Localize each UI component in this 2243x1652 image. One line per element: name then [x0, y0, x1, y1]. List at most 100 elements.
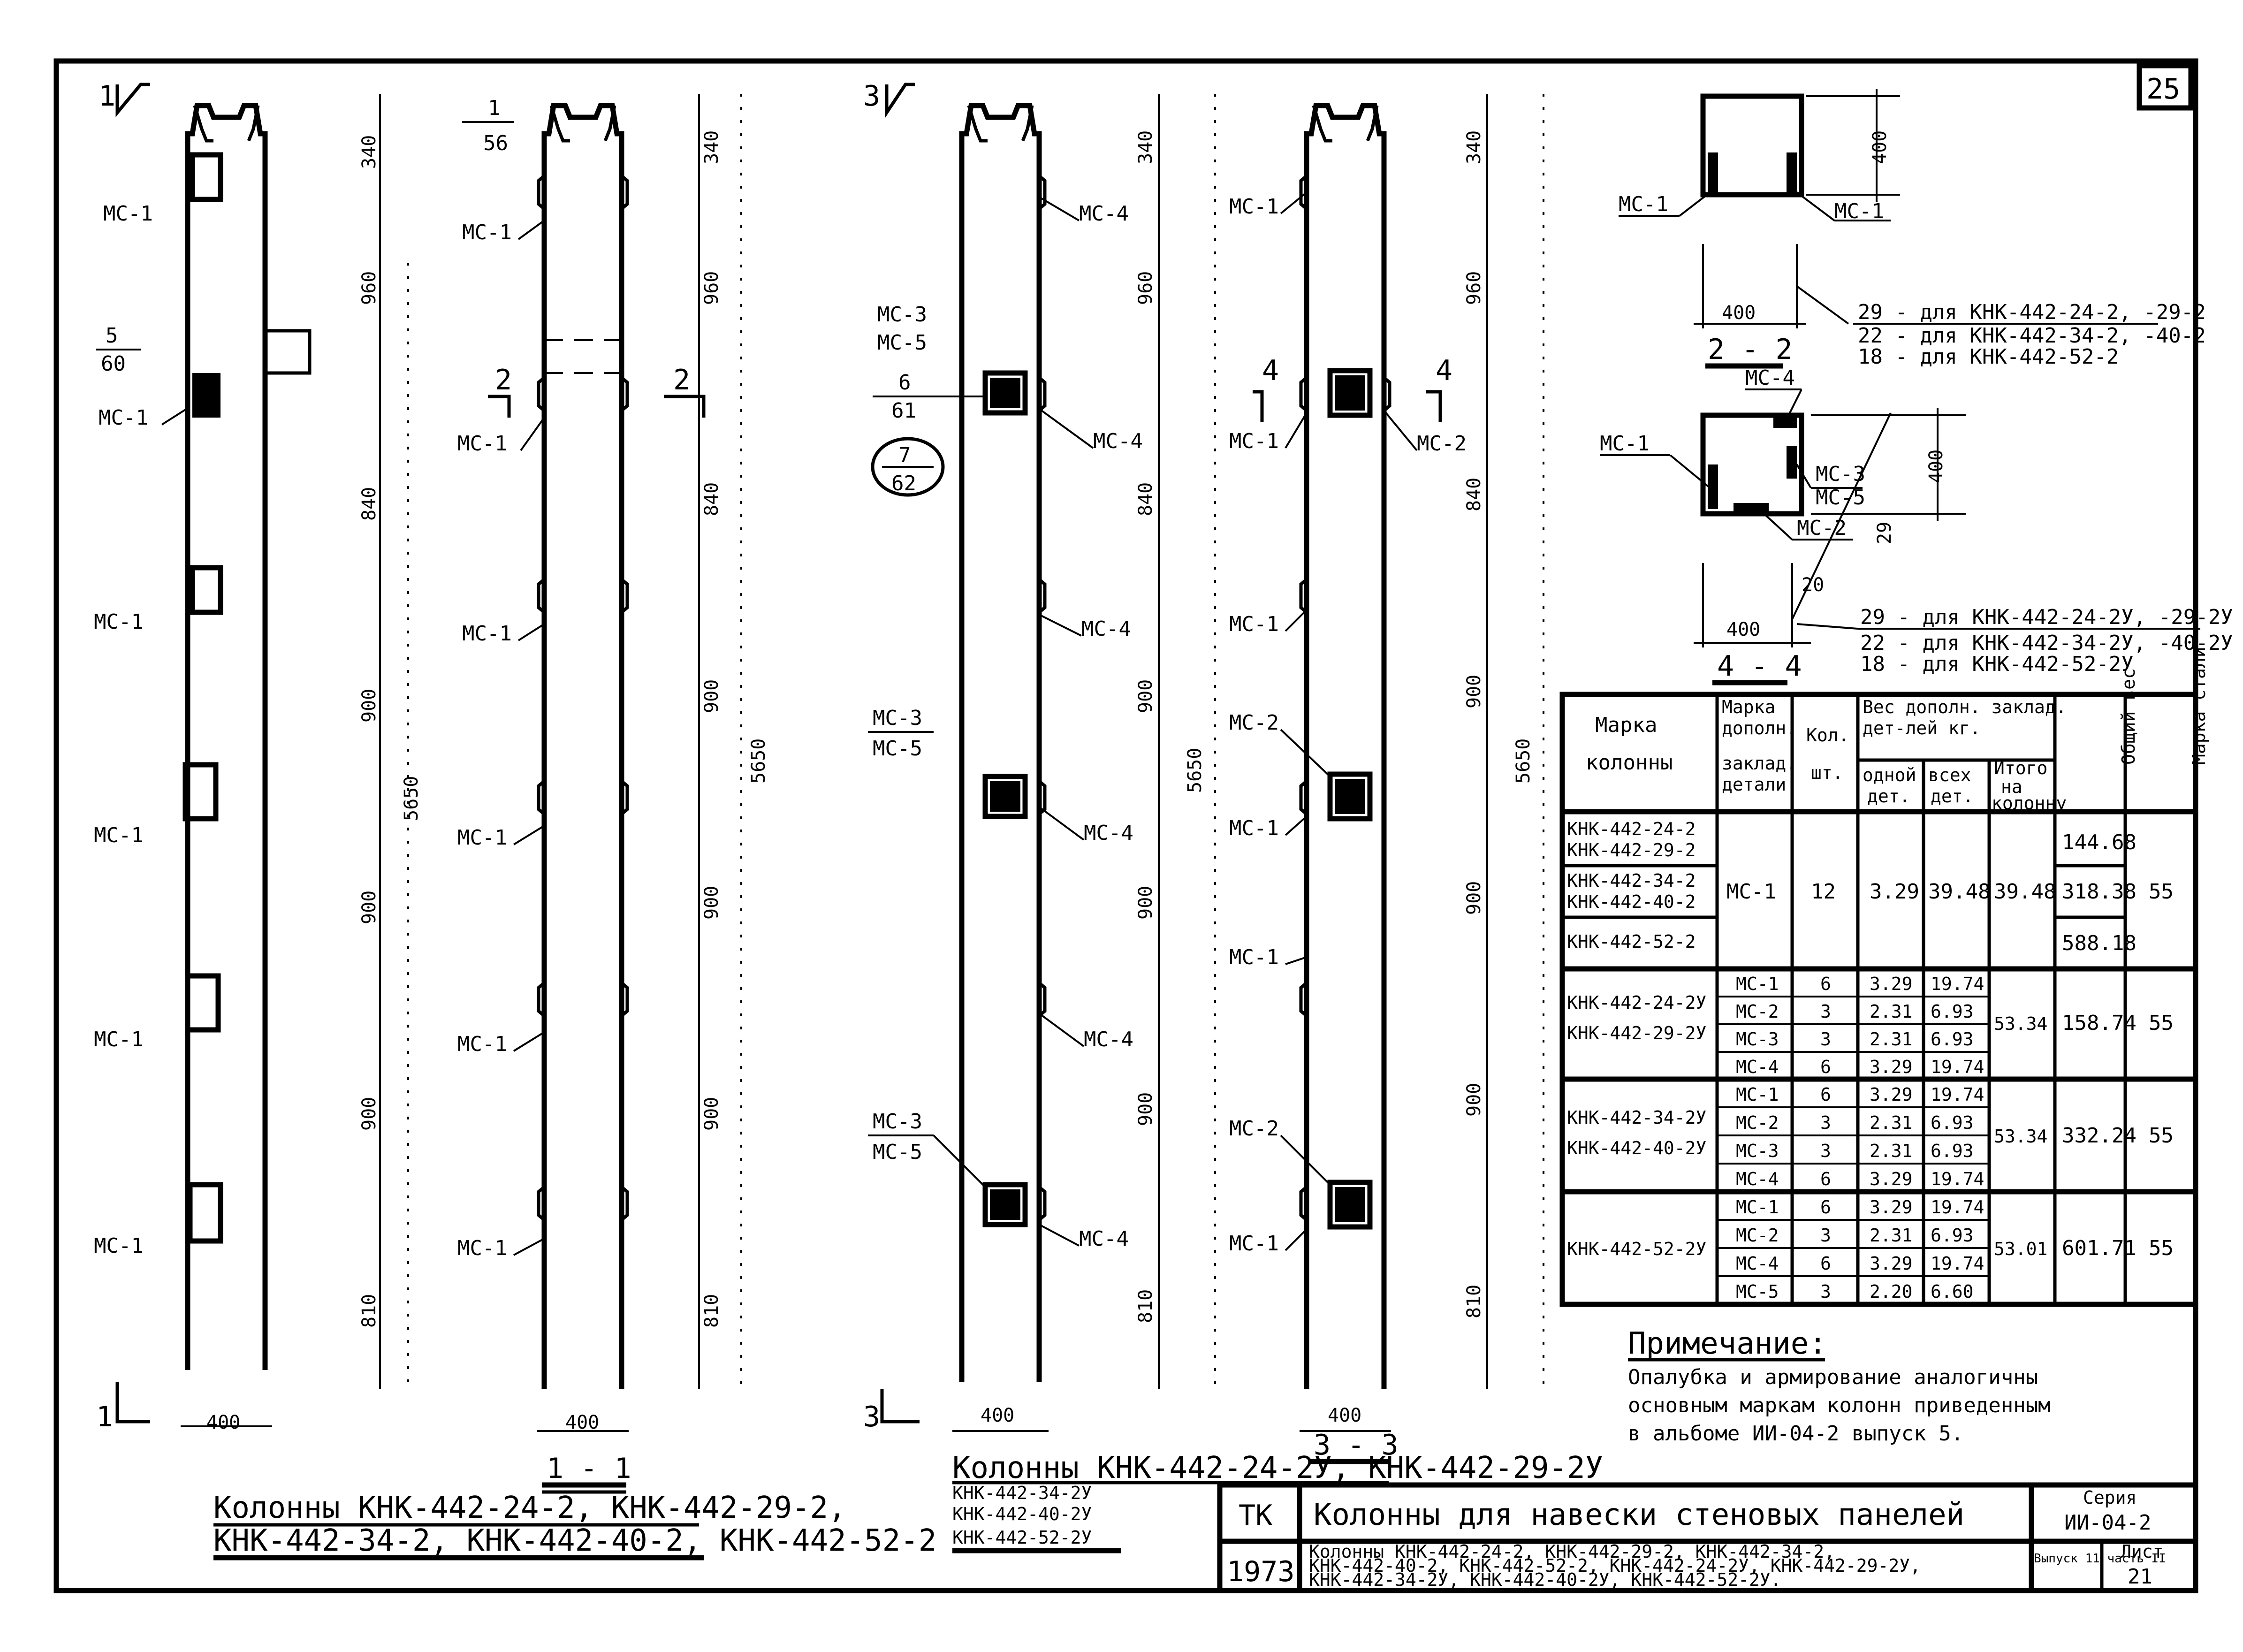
- g2-r0-all: 19.74: [1931, 974, 1984, 994]
- label-mc4-c3: МС-4: [1081, 617, 1131, 641]
- caption-section-2-2: 2 - 2: [1708, 333, 1793, 366]
- dim-960-a: 960: [358, 271, 380, 305]
- g1-steel: 55: [2149, 880, 2174, 904]
- plate-mc1-6: [187, 1182, 223, 1244]
- g3-r2-all: 6.93: [1931, 1141, 1974, 1161]
- tb-series-label: Серия: [2083, 1487, 2137, 1508]
- label-mc1-a: МС-1: [103, 202, 153, 226]
- caption-section-3-3: 3 - 3: [1314, 1429, 1399, 1462]
- caption-group-1: Колонны КНК-442-24-2, КНК-442-29-2, КНК-…: [213, 1491, 936, 1561]
- section-mark-3-top: 3: [863, 80, 880, 113]
- column-3-outline: [959, 103, 1042, 1382]
- dim-400-col1: 400: [206, 1412, 240, 1433]
- plate-mc3-1: [982, 370, 1028, 416]
- g4-steel: 55: [2149, 1236, 2174, 1260]
- label-mc1-s3: МС-1: [462, 622, 512, 646]
- g3-r3-all: 19.74: [1931, 1169, 1984, 1189]
- tb-issue: Выпуск 11 часть II: [2034, 1552, 2166, 1566]
- g3-r2-detail: МС-3: [1736, 1141, 1779, 1161]
- g2-r0-detail: МС-1: [1736, 974, 1779, 994]
- g2-colw: 158.74: [2062, 1011, 2137, 1035]
- g1-all: 39.48: [1928, 880, 1990, 904]
- dim-chain-s11: 340 960 840 900 900 900 810 5650: [698, 94, 769, 1389]
- label-mc1-f: МС-1: [94, 1234, 144, 1258]
- th-mark-2: колонны: [1586, 751, 1673, 775]
- dim-840-c: 840: [1135, 482, 1156, 516]
- label-mc1-s5: МС-1: [457, 1032, 507, 1056]
- svg-text:шт.: шт.: [1811, 762, 1843, 783]
- label-mc1-s4: МС-1: [457, 826, 507, 850]
- g2-r3-qty: 6: [1820, 1057, 1831, 1077]
- note-line-1: Опалубка и армирование аналогичны: [1628, 1365, 2038, 1389]
- section-2-mark-left: 2: [495, 364, 512, 396]
- th-qty: Кол.: [1806, 725, 1849, 746]
- g4-colw: 601.71: [2062, 1236, 2137, 1260]
- dim-chain-s33: 340 960 840 900 900 900 810 5650: [1463, 94, 1544, 1389]
- g1-total: 39.48: [1994, 880, 2056, 904]
- label-mc2-t1: МС-2: [1417, 432, 1467, 456]
- plate-mc3-2: [982, 774, 1028, 819]
- caption-group2-line1: Колонны КНК-442-24-2У, КНК-442-29-2У: [952, 1451, 1603, 1485]
- label-ref-1-56-top: 1: [488, 96, 501, 120]
- section-4-4-square: [1700, 412, 1804, 517]
- dim-900-i: 900: [1135, 1092, 1156, 1126]
- plate-mc1-2: [192, 373, 220, 418]
- th-steel: Марка стали: [2189, 647, 2209, 765]
- label-mc5-c2: МС-5: [873, 737, 922, 761]
- label-mc4-c1: МС-4: [1079, 202, 1129, 226]
- label-mc1-c: МС-1: [94, 610, 144, 634]
- title-block: ТК 1973 Колонны для навески стеновых пан…: [1217, 1482, 2198, 1593]
- svg-text:дет-лей кг.: дет-лей кг.: [1863, 718, 1981, 738]
- note-line-3: в альбоме ИИ-04-2 выпуск 5.: [1628, 1422, 1963, 1446]
- dim-chain-col3: 340 960 840 900 900 900 810 5650: [1135, 94, 1216, 1389]
- label-ref-5-60-bottom: 60: [101, 352, 126, 376]
- g3-r0-qty: 6: [1820, 1084, 1831, 1105]
- dim-900-c: 900: [358, 1097, 380, 1131]
- svg-text:на: на: [2001, 777, 2023, 797]
- section-2-2-square: [1700, 93, 1804, 198]
- note-block: Примечание: Опалубка и армирование анало…: [1628, 1326, 2051, 1446]
- g3-mark-0: КНК-442-34-2У: [1567, 1107, 1706, 1128]
- dim-960-d: 960: [1463, 271, 1485, 305]
- g3-r0-detail: МС-1: [1736, 1084, 1779, 1105]
- plate-mc1-5: [185, 973, 221, 1033]
- caption-group2-line4: КНК-442-52-2У: [952, 1527, 1092, 1548]
- th-all: всех: [1928, 765, 1971, 785]
- g2-total: 53.34: [1994, 1013, 2047, 1034]
- label-ref-5-60-top: 5: [106, 324, 118, 348]
- label-mc1-b: МС-1: [99, 406, 148, 430]
- g4-mark-0: КНК-442-52-2У: [1567, 1239, 1706, 1259]
- plate-mc2-1: [1327, 368, 1373, 418]
- g4-r3-one: 2.20: [1870, 1281, 1913, 1302]
- tb-subtitle-1: Колонны КНК-442-24-2, КНК-442-29-2, КНК-…: [1309, 1541, 1835, 1562]
- label-mc3-c1: МС-3: [877, 303, 927, 327]
- g2-r2-one: 2.31: [1870, 1029, 1913, 1050]
- g3-r1-one: 2.31: [1870, 1112, 1913, 1133]
- dim-900-e: 900: [701, 886, 722, 920]
- g3-r0-all: 19.74: [1931, 1084, 1984, 1105]
- th-total: Итого: [1994, 758, 2047, 778]
- label-mc1-22a: МС-1: [1619, 192, 1668, 216]
- tb-series: ИИ-04-2: [2064, 1511, 2151, 1535]
- g2-r2-all: 6.93: [1931, 1029, 1974, 1050]
- g4-r2-qty: 6: [1820, 1253, 1831, 1274]
- label-mc2-44: МС-2: [1797, 516, 1847, 540]
- g4-r1-detail: МС-2: [1736, 1225, 1779, 1246]
- th-col-weight: Общий вес: [2118, 668, 2139, 765]
- sheet-number-box: [2137, 63, 2194, 111]
- sheet-number: 25: [2146, 73, 2180, 106]
- label-mc3-c2: МС-3: [873, 706, 922, 730]
- label-ref-1-56-bottom: 56: [483, 131, 508, 155]
- tb-sheet-label: Лист: [2121, 1541, 2164, 1562]
- plate-mc2-2: [1327, 771, 1373, 822]
- section-mark-3-bottom: 3: [863, 1401, 880, 1433]
- column-3-3-outline: [1304, 103, 1387, 1389]
- g2-r2-detail: МС-3: [1736, 1029, 1779, 1050]
- caption-section-4-4: 4 - 4: [1717, 650, 1802, 683]
- g2-r1-qty: 3: [1820, 1001, 1831, 1022]
- g3-r2-qty: 3: [1820, 1141, 1831, 1161]
- dim-900-b: 900: [358, 891, 380, 924]
- tb-sheet: 21: [2128, 1565, 2152, 1589]
- g3-r1-all: 6.93: [1931, 1112, 1974, 1133]
- dim-chain-col1: 340 960 840 900 900 900 810 5650: [358, 94, 422, 1389]
